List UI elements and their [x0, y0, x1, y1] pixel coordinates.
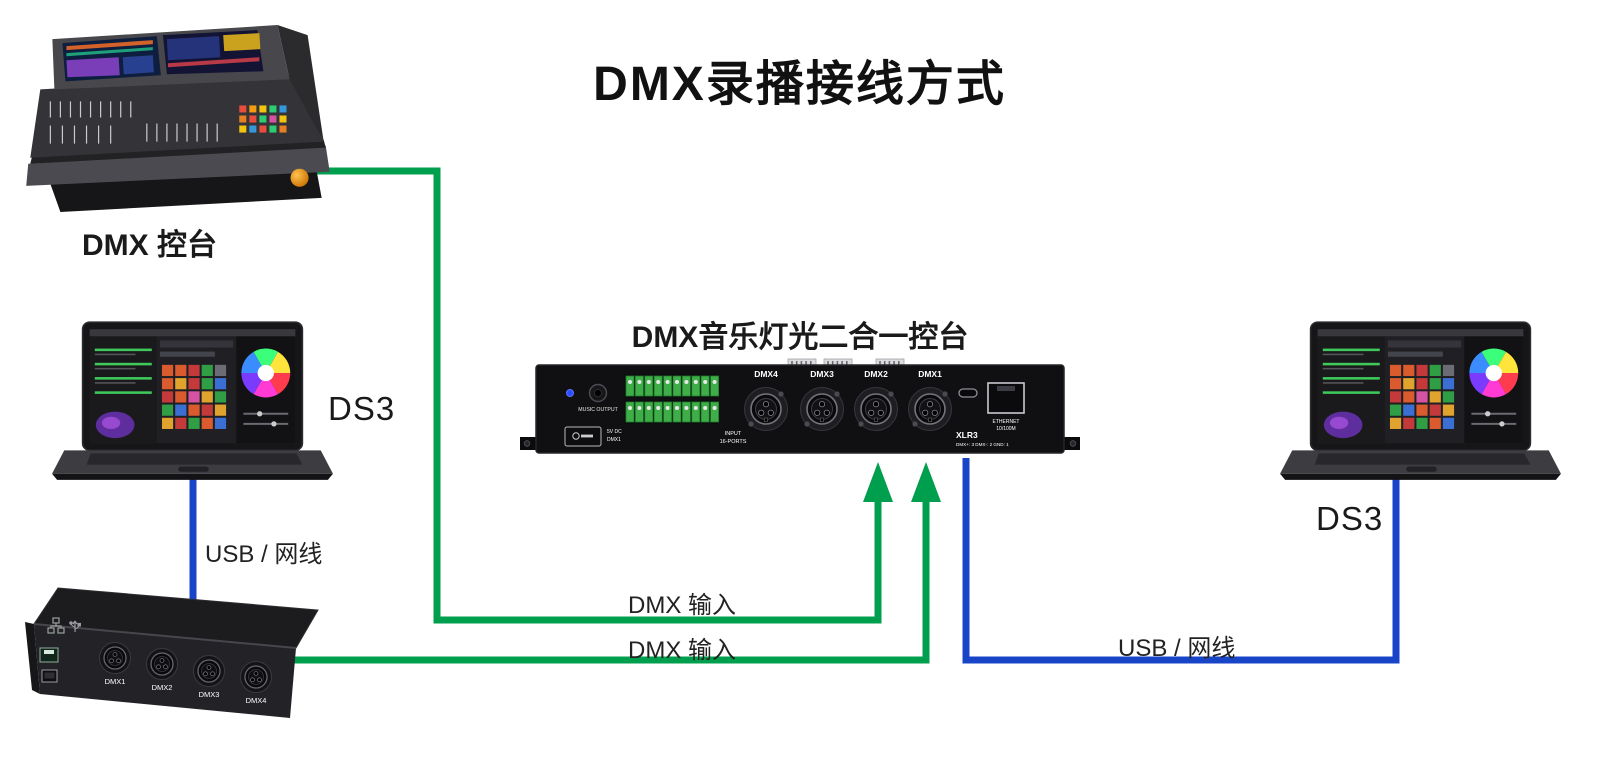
xlr-label-dmx4: DMX4 — [754, 369, 778, 379]
network-icon — [47, 617, 65, 634]
waveform-lines — [1322, 348, 1380, 394]
input-label: INPUT — [725, 431, 742, 437]
console-control-surface — [30, 75, 324, 158]
laptop-left-label: DS3 — [328, 390, 396, 427]
box-left-face — [25, 622, 40, 694]
recorder-xlr-dmx3 — [192, 654, 226, 688]
console-base — [50, 165, 322, 212]
pad-grid — [161, 364, 227, 429]
fader-bank-2 — [49, 123, 218, 144]
xlr-port-dmx4 — [743, 386, 789, 432]
laptop-right-label: DS3 — [1316, 500, 1384, 537]
usb-b-port — [41, 669, 58, 683]
ethernet-speed-label: 10/100M — [996, 426, 1015, 432]
xlr3-label: XLR3 — [956, 430, 978, 440]
terminal-blocks — [624, 374, 719, 424]
recorder-xlr-dmx1 — [98, 641, 132, 675]
menubar — [1317, 329, 1524, 337]
waveform-lines — [94, 348, 152, 394]
arrow-dmx2-input — [863, 462, 893, 502]
connection-label-dmx-input-top: DMX 输入 — [628, 592, 736, 619]
usb-c-port — [958, 388, 978, 398]
ethernet-port — [987, 382, 1025, 414]
arrow-dmx1-input — [911, 462, 941, 502]
console-label: DMX 控台 — [82, 229, 217, 262]
page-title: DMX录播接线方式 — [593, 58, 1006, 111]
dmx-lighting-console — [26, 25, 330, 212]
power-led — [566, 389, 574, 397]
color-wheel — [1469, 348, 1519, 398]
console-trackball — [290, 168, 309, 187]
connection-label-usb-left: USB / 网线 — [205, 541, 323, 568]
rj45-port — [39, 647, 59, 663]
connection-label-dmx-input-bottom: DMX 输入 — [628, 637, 736, 664]
recorder-port-label-4: DMX4 — [246, 696, 267, 705]
wire-recorder-to-dmx1 — [290, 500, 930, 664]
keyboard — [86, 453, 303, 465]
laptop-left — [52, 321, 333, 480]
xlr-label-dmx1: DMX1 — [918, 369, 942, 379]
laptop-right — [1280, 321, 1561, 480]
wire-console-to-dmx2 — [316, 167, 882, 624]
xlr-label-dmx2: DMX2 — [864, 369, 888, 379]
usb-icon — [69, 620, 82, 632]
recorder-port-label-2: DMX2 — [152, 683, 173, 692]
touchpad — [1406, 466, 1437, 472]
xlr-label-dmx3: DMX3 — [810, 369, 834, 379]
color-wheel — [241, 348, 291, 398]
wire-device-to-laptop-right — [962, 458, 1400, 664]
recorder-xlr-dmx4 — [239, 660, 273, 694]
pad-grid — [1389, 364, 1455, 429]
console-button-grid — [239, 105, 287, 133]
input-ports-label: 16-PORTS — [720, 439, 747, 445]
xlr-port-dmx2 — [853, 386, 899, 432]
music-output-label: MUSIC OUTPUT — [578, 407, 618, 413]
console-front-band — [26, 145, 330, 186]
recorder-xlr-dmx2 — [145, 647, 179, 681]
fader-bank-1 — [49, 101, 132, 118]
keyboard — [1314, 453, 1531, 465]
dmx-in-terminal-label: DMX1 — [607, 437, 621, 443]
center-device: MUSIC OUTPUT 5V DC DMX1 INPUT 16-PORTS D… — [520, 358, 1080, 454]
recorder-port-label-1: DMX1 — [105, 677, 126, 686]
xlr-port-dmx1 — [907, 386, 953, 432]
ethernet-label: ETHERNET — [993, 419, 1020, 425]
recorder-port-label-3: DMX3 — [199, 690, 220, 699]
menubar — [89, 329, 296, 337]
xlr3-pinout-label: DMX+: 3 DMX-: 2 GND: 1 — [956, 442, 1009, 447]
touchpad — [178, 466, 209, 472]
center-device-label: DMX音乐灯光二合一控台 — [631, 321, 969, 354]
xlr-port-dmx3 — [799, 386, 845, 432]
sliders — [1471, 412, 1517, 425]
dmx-recorder-box: DMX1 DMX2 DMX3 DMX4 — [25, 587, 319, 718]
sliders — [243, 412, 289, 425]
power-connector — [564, 426, 602, 447]
power-label: 5V DC — [607, 429, 622, 435]
connection-label-usb-right: USB / 网线 — [1118, 635, 1236, 662]
